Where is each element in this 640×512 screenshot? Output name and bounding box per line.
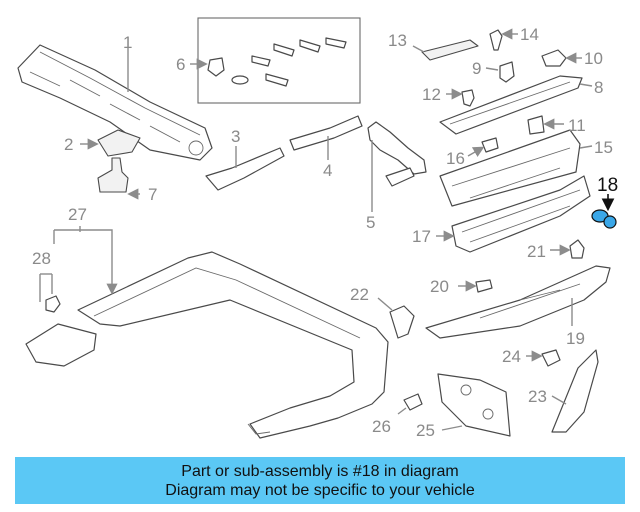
part-19-rail (425, 265, 611, 339)
part-8-sill-plate (439, 75, 593, 135)
part-26-bolt (397, 393, 423, 415)
callout-2: 2 (64, 135, 73, 154)
info-banner: Part or sub-assembly is #18 in diagram D… (15, 457, 625, 504)
part-14-bolt (489, 28, 518, 51)
callout-9: 9 (472, 59, 481, 78)
part-10-clip (541, 49, 582, 67)
callout-3: 3 (231, 127, 240, 146)
banner-line-2: Diagram may not be specific to your vehi… (165, 482, 475, 499)
part-24-bolt (526, 349, 561, 367)
callout-16: 16 (446, 149, 465, 168)
callout-18: 18 (597, 175, 618, 196)
part-7-clip (97, 157, 140, 200)
part-17-panel (436, 175, 591, 253)
callout-15: 15 (594, 138, 613, 157)
part-11-clip (527, 115, 564, 135)
callout-12: 12 (422, 85, 441, 104)
callout-6: 6 (176, 55, 185, 74)
part-21-clip (550, 239, 585, 259)
callout-1: 1 (123, 33, 132, 52)
part-28-base (25, 273, 97, 367)
callout-11: 11 (568, 116, 586, 135)
banner-line-1: Part or sub-assembly is #18 in diagram (181, 463, 459, 480)
callout-7: 7 (148, 185, 157, 204)
part-2-bracket (80, 129, 141, 157)
part-15-panel (439, 129, 593, 207)
callout-5: 5 (366, 213, 375, 232)
callout-21: 21 (527, 242, 546, 261)
part-18-bolt-highlighted (591, 194, 617, 229)
callout-13: 13 (388, 31, 407, 50)
callout-22: 22 (350, 285, 369, 304)
part-13-pad (412, 39, 479, 61)
part-6-fastener-kit (190, 17, 361, 104)
part-1-roof-rail (17, 44, 213, 161)
callout-20: 20 (430, 277, 449, 296)
callout-4: 4 (323, 161, 332, 180)
callout-26: 26 (372, 417, 391, 436)
part-5-hinge (367, 121, 427, 212)
callout-24: 24 (502, 347, 521, 366)
callout-27: 27 (68, 205, 87, 224)
callout-14: 14 (520, 25, 539, 44)
callout-25: 25 (416, 421, 435, 440)
part-3-trim (205, 146, 285, 191)
callout-10: 10 (584, 49, 603, 68)
callout-17: 17 (412, 227, 431, 246)
part-16-fastener (467, 137, 499, 158)
callout-8: 8 (594, 78, 603, 97)
part-9-retainer (485, 61, 515, 83)
parts-diagram: 1 6 2 7 3 4 5 13 14 9 10 8 12 11 16 15 1… (17, 17, 618, 440)
part-27-top-cover (53, 226, 389, 439)
part-4-rail-cover (289, 115, 363, 160)
callout-28: 28 (32, 249, 51, 268)
part-22-latch (377, 297, 415, 339)
callout-23: 23 (528, 387, 547, 406)
part-25-plate (437, 373, 511, 437)
part-12-bolt (446, 88, 475, 107)
part-20-bolt (458, 279, 493, 293)
part-23-strip (551, 349, 599, 433)
callout-19: 19 (566, 329, 585, 348)
